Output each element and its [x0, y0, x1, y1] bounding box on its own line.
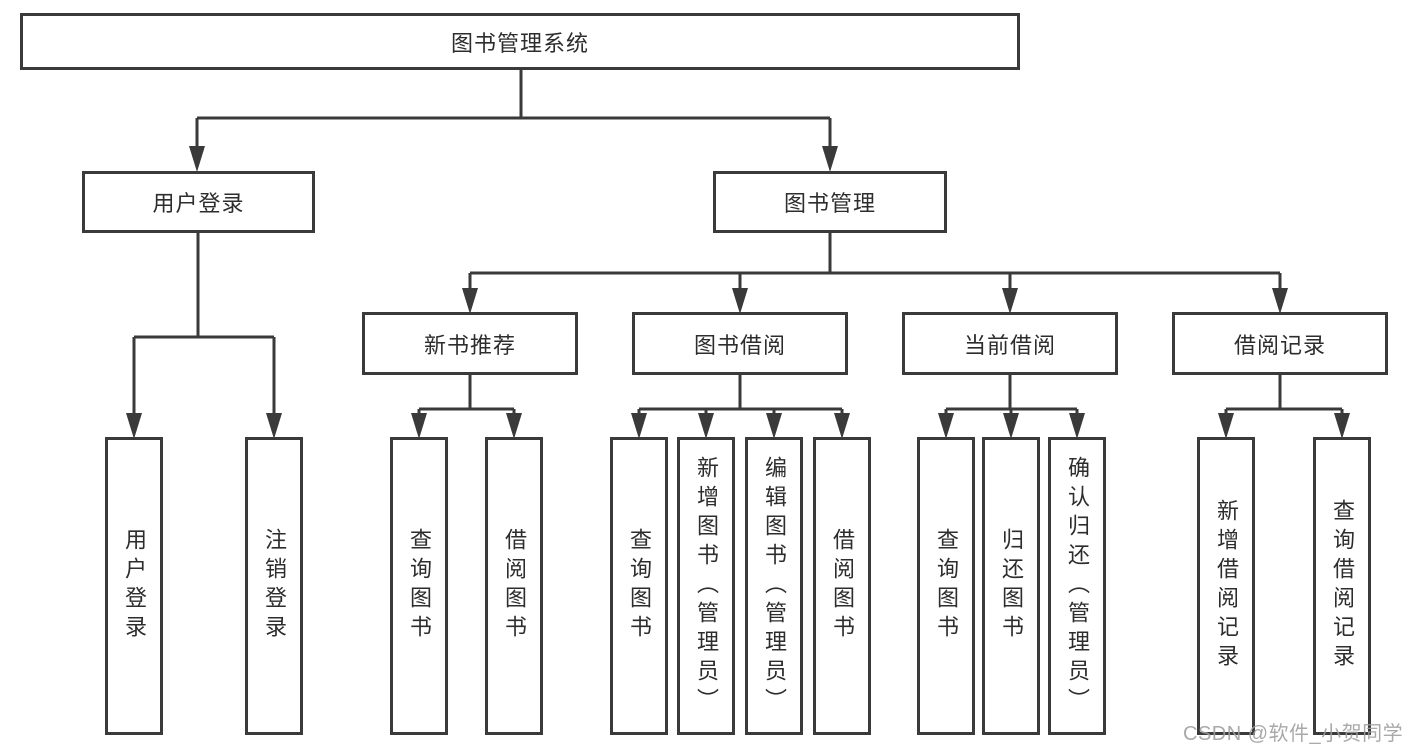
node-new-book-recommend-label: 新书推荐: [423, 332, 516, 358]
leaf-edit-book-admin-label: 编辑图书（管理员）: [762, 455, 787, 717]
leaf-user-login: 用户登录: [105, 437, 163, 735]
node-book-management: 图书管理: [713, 171, 947, 233]
node-borrowing-records: 借阅记录: [1172, 312, 1388, 375]
leaf-add-book-admin: 新增图书（管理员）: [677, 437, 735, 735]
leaf-query-books-recommend-label: 查询图书: [407, 528, 432, 644]
node-book-management-label: 图书管理: [783, 191, 876, 216]
csdn-watermark: CSDN @软件_小贺同学: [1183, 723, 1404, 745]
node-root-label: 图书管理系统: [450, 30, 589, 56]
arrowhead: [822, 146, 838, 172]
node-borrowing-records-label: 借阅记录: [1233, 332, 1326, 358]
leaf-borrow-books: 借阅图书: [813, 437, 871, 735]
leaf-add-book-admin-label: 新增图书（管理员）: [694, 455, 719, 717]
leaf-add-borrow-record-label: 新增借阅记录: [1214, 499, 1239, 673]
leaf-query-books-borrowing: 查询图书: [610, 437, 668, 735]
leaf-borrow-books-recommend: 借阅图书: [485, 437, 543, 735]
leaf-return-book: 归还图书: [982, 437, 1040, 735]
leaf-borrow-books-label: 借阅图书: [830, 528, 855, 644]
node-current-borrowing-label: 当前借阅: [963, 332, 1056, 358]
leaf-logout: 注销登录: [245, 437, 303, 735]
leaf-query-books-current-label: 查询图书: [934, 528, 959, 644]
leaf-query-borrow-record-label: 查询借阅记录: [1330, 499, 1355, 673]
node-book-borrowing: 图书借阅: [632, 312, 848, 375]
leaf-query-books-current: 查询图书: [917, 437, 975, 735]
node-user-login-label: 用户登录: [152, 191, 245, 216]
leaf-query-books-borrowing-label: 查询图书: [627, 528, 652, 644]
node-new-book-recommend: 新书推荐: [362, 312, 578, 375]
node-root: 图书管理系统: [20, 13, 1020, 70]
node-user-login: 用户登录: [82, 171, 315, 233]
leaf-confirm-return-admin-label: 确认归还（管理员）: [1065, 455, 1090, 717]
leaf-edit-book-admin: 编辑图书（管理员）: [745, 437, 803, 735]
arrowhead: [189, 146, 205, 172]
leaf-borrow-books-recommend-label: 借阅图书: [502, 528, 527, 644]
leaf-confirm-return-admin: 确认归还（管理员）: [1048, 437, 1106, 735]
leaf-add-borrow-record: 新增借阅记录: [1197, 437, 1255, 735]
leaf-user-login-label: 用户登录: [122, 528, 147, 644]
leaf-logout-label: 注销登录: [262, 528, 287, 644]
node-book-borrowing-label: 图书借阅: [693, 332, 786, 358]
leaf-return-book-label: 归还图书: [999, 528, 1024, 644]
node-current-borrowing: 当前借阅: [902, 312, 1118, 375]
leaf-query-books-recommend: 查询图书: [390, 437, 448, 735]
leaf-query-borrow-record: 查询借阅记录: [1313, 437, 1371, 735]
